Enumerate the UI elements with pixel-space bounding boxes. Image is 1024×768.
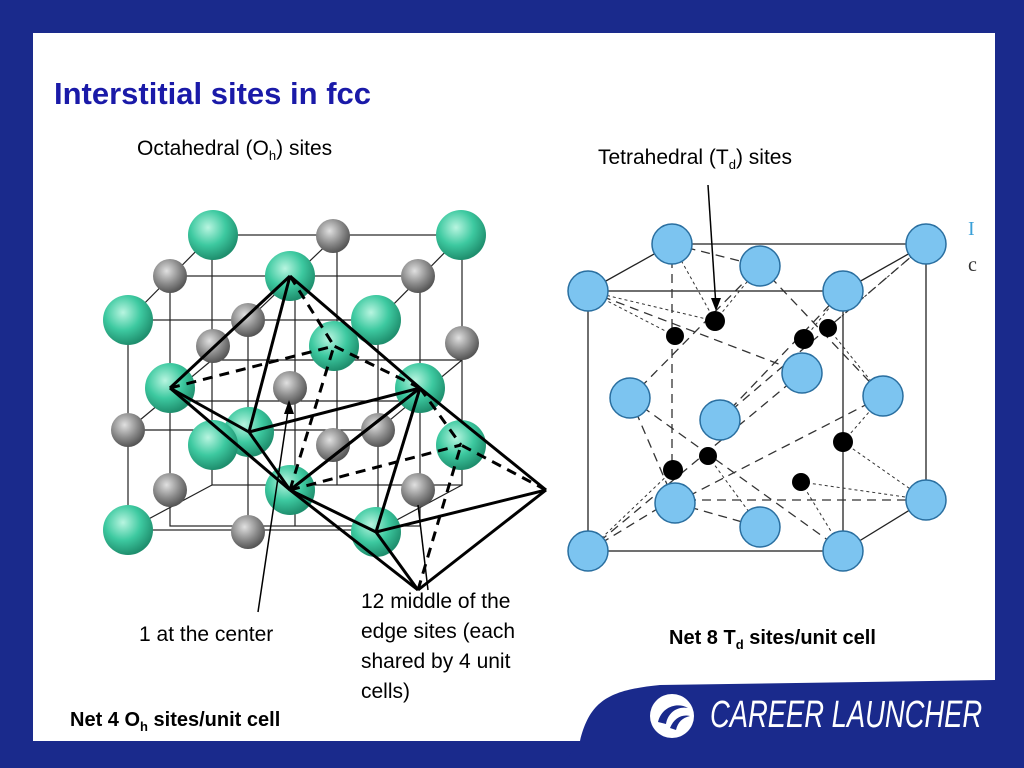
octahedron-center xyxy=(168,274,421,492)
td-pointer xyxy=(707,184,717,308)
octahedral-heading: Octahedral (Oh) sites xyxy=(137,134,332,171)
edge-fragment-1: I xyxy=(968,218,975,240)
tetrahedral-heading-sub: d xyxy=(728,157,736,173)
slide-title: Interstitial sites in fcc xyxy=(54,76,371,111)
net-td-sub: d xyxy=(735,637,744,652)
center-label: 1 at the center xyxy=(139,623,274,646)
label-pointers xyxy=(257,403,429,613)
edge-label-line: shared by 4 unit xyxy=(361,650,511,673)
edge-label-line: edge sites (each xyxy=(361,620,516,643)
octahedron-center-hidden xyxy=(169,275,421,491)
tetrahedral-heading: Tetrahedral (Td) sites xyxy=(598,143,792,180)
net-oh-sub: h xyxy=(140,719,148,734)
center-pointer-arrowhead xyxy=(284,400,294,414)
edge-fragment-2: c xyxy=(968,254,977,276)
net-oh-tail: sites/unit cell xyxy=(147,709,281,731)
edge-label-line: cells) xyxy=(361,680,411,703)
octahedral-site-atoms xyxy=(111,219,479,549)
edge-label: 12 middle of the edge sites (each shared… xyxy=(361,587,515,707)
td-lattice-atoms xyxy=(567,223,947,572)
logo-text: CAREER LAUNCHER xyxy=(710,694,983,736)
octahedral-heading-tail: ) sites xyxy=(276,137,333,160)
net-oh-label: Net 4 Oh sites/unit cell xyxy=(70,709,280,734)
career-launcher-logo: CAREER LAUNCHER xyxy=(648,690,982,742)
net-td-label: Net 8 Td sites/unit cell xyxy=(669,627,876,652)
tetrahedral-heading-tail: ) sites xyxy=(735,146,792,169)
career-launcher-logo-icon xyxy=(650,694,694,738)
octahedron-edge xyxy=(289,386,547,592)
td-sites xyxy=(663,311,853,491)
tetrahedral-heading-text: Tetrahedral (T xyxy=(598,146,729,169)
net-oh-text: Net 4 O xyxy=(70,709,141,731)
octahedral-heading-text: Octahedral (O xyxy=(137,137,269,160)
net-td-text: Net 8 T xyxy=(669,627,736,649)
td-pointer-arrowhead xyxy=(711,298,721,311)
octahedral-heading-sub: h xyxy=(268,148,277,164)
edge-label-line: 12 middle of the xyxy=(361,590,511,613)
net-td-tail: sites/unit cell xyxy=(743,627,876,649)
